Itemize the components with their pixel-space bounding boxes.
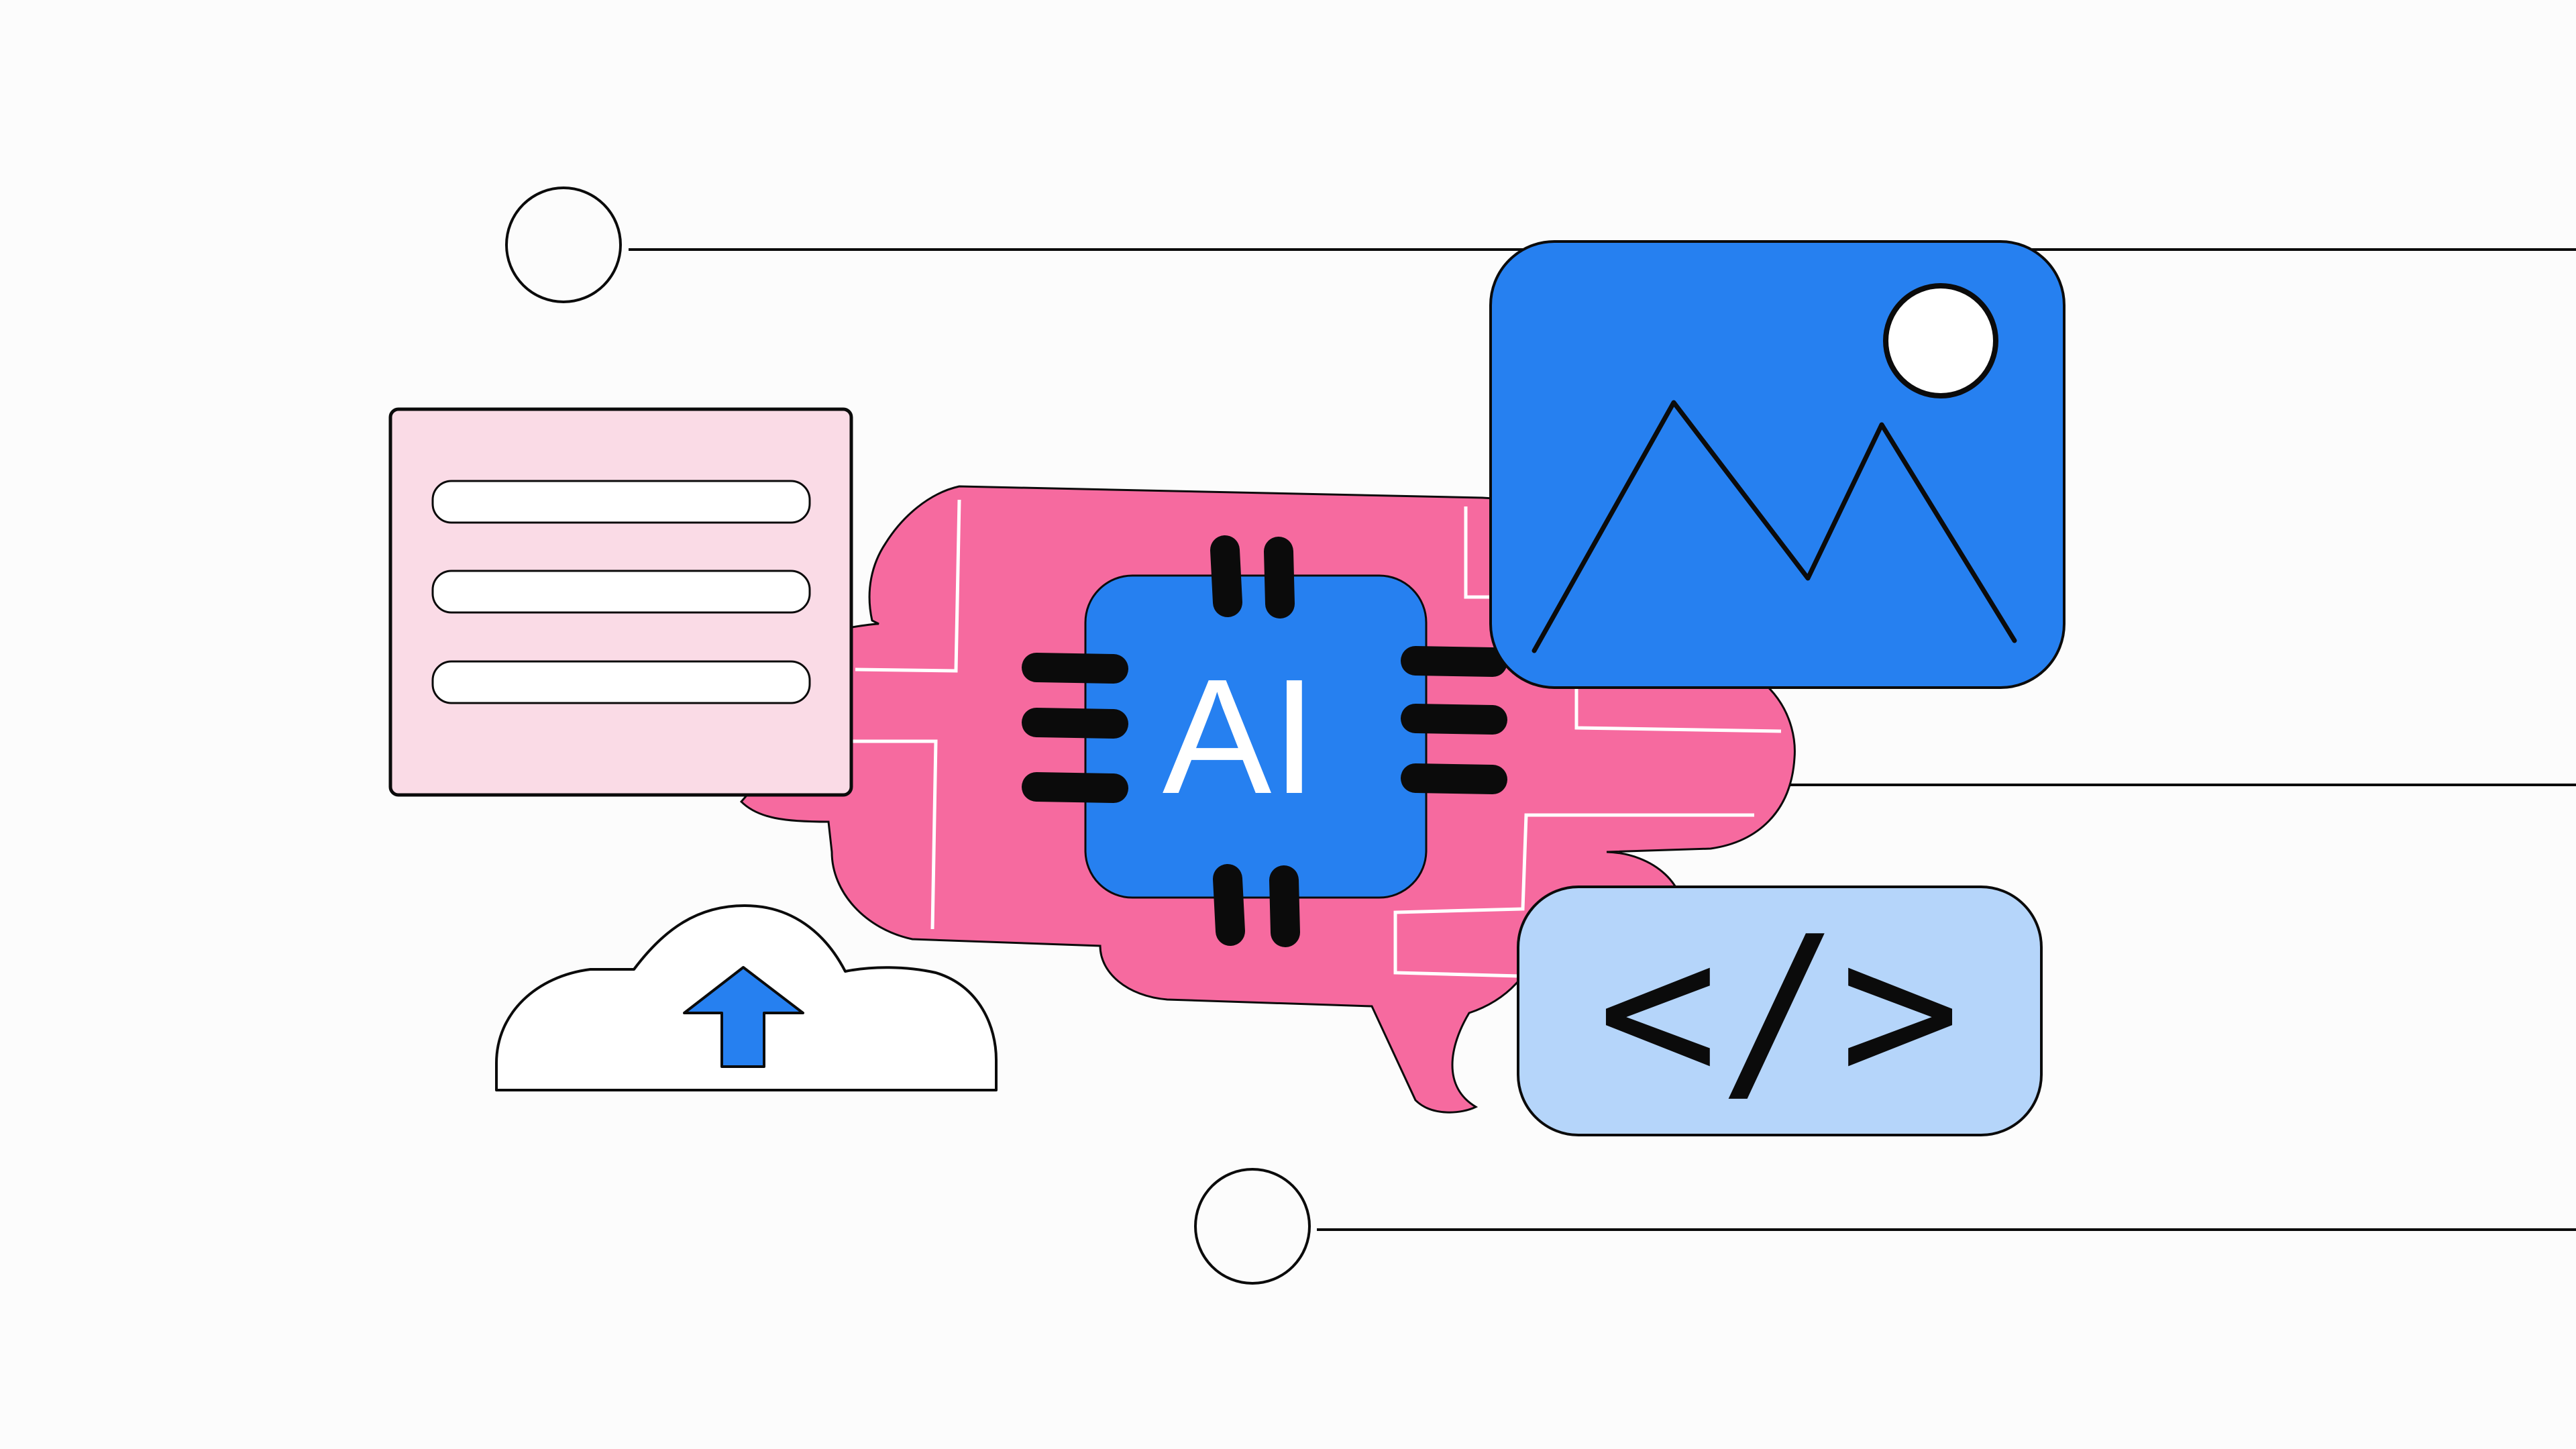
code-label: </> [1597,894,1961,1128]
cloud-upload-icon [495,904,998,1091]
ai-chip-icon: AI [1022,535,1507,947]
code-card [1517,885,2043,1136]
connector-lines [505,186,2576,1285]
code-brackets-icon: </> [1517,885,2043,1136]
upload-arrow-icon [683,966,804,1068]
text-lines-document-icon [388,407,853,797]
connector-node-bottom [1194,1168,1311,1285]
image-mountains [1532,400,2017,653]
image-sun [1883,283,1998,398]
document-text-lines [431,480,811,704]
image-picture-icon [1489,240,2065,689]
connector-node-top [505,186,622,303]
ai-chip-label: AI [1163,645,1318,828]
ai-chip-pins [1022,535,1507,947]
circuit-traces [852,499,1782,978]
